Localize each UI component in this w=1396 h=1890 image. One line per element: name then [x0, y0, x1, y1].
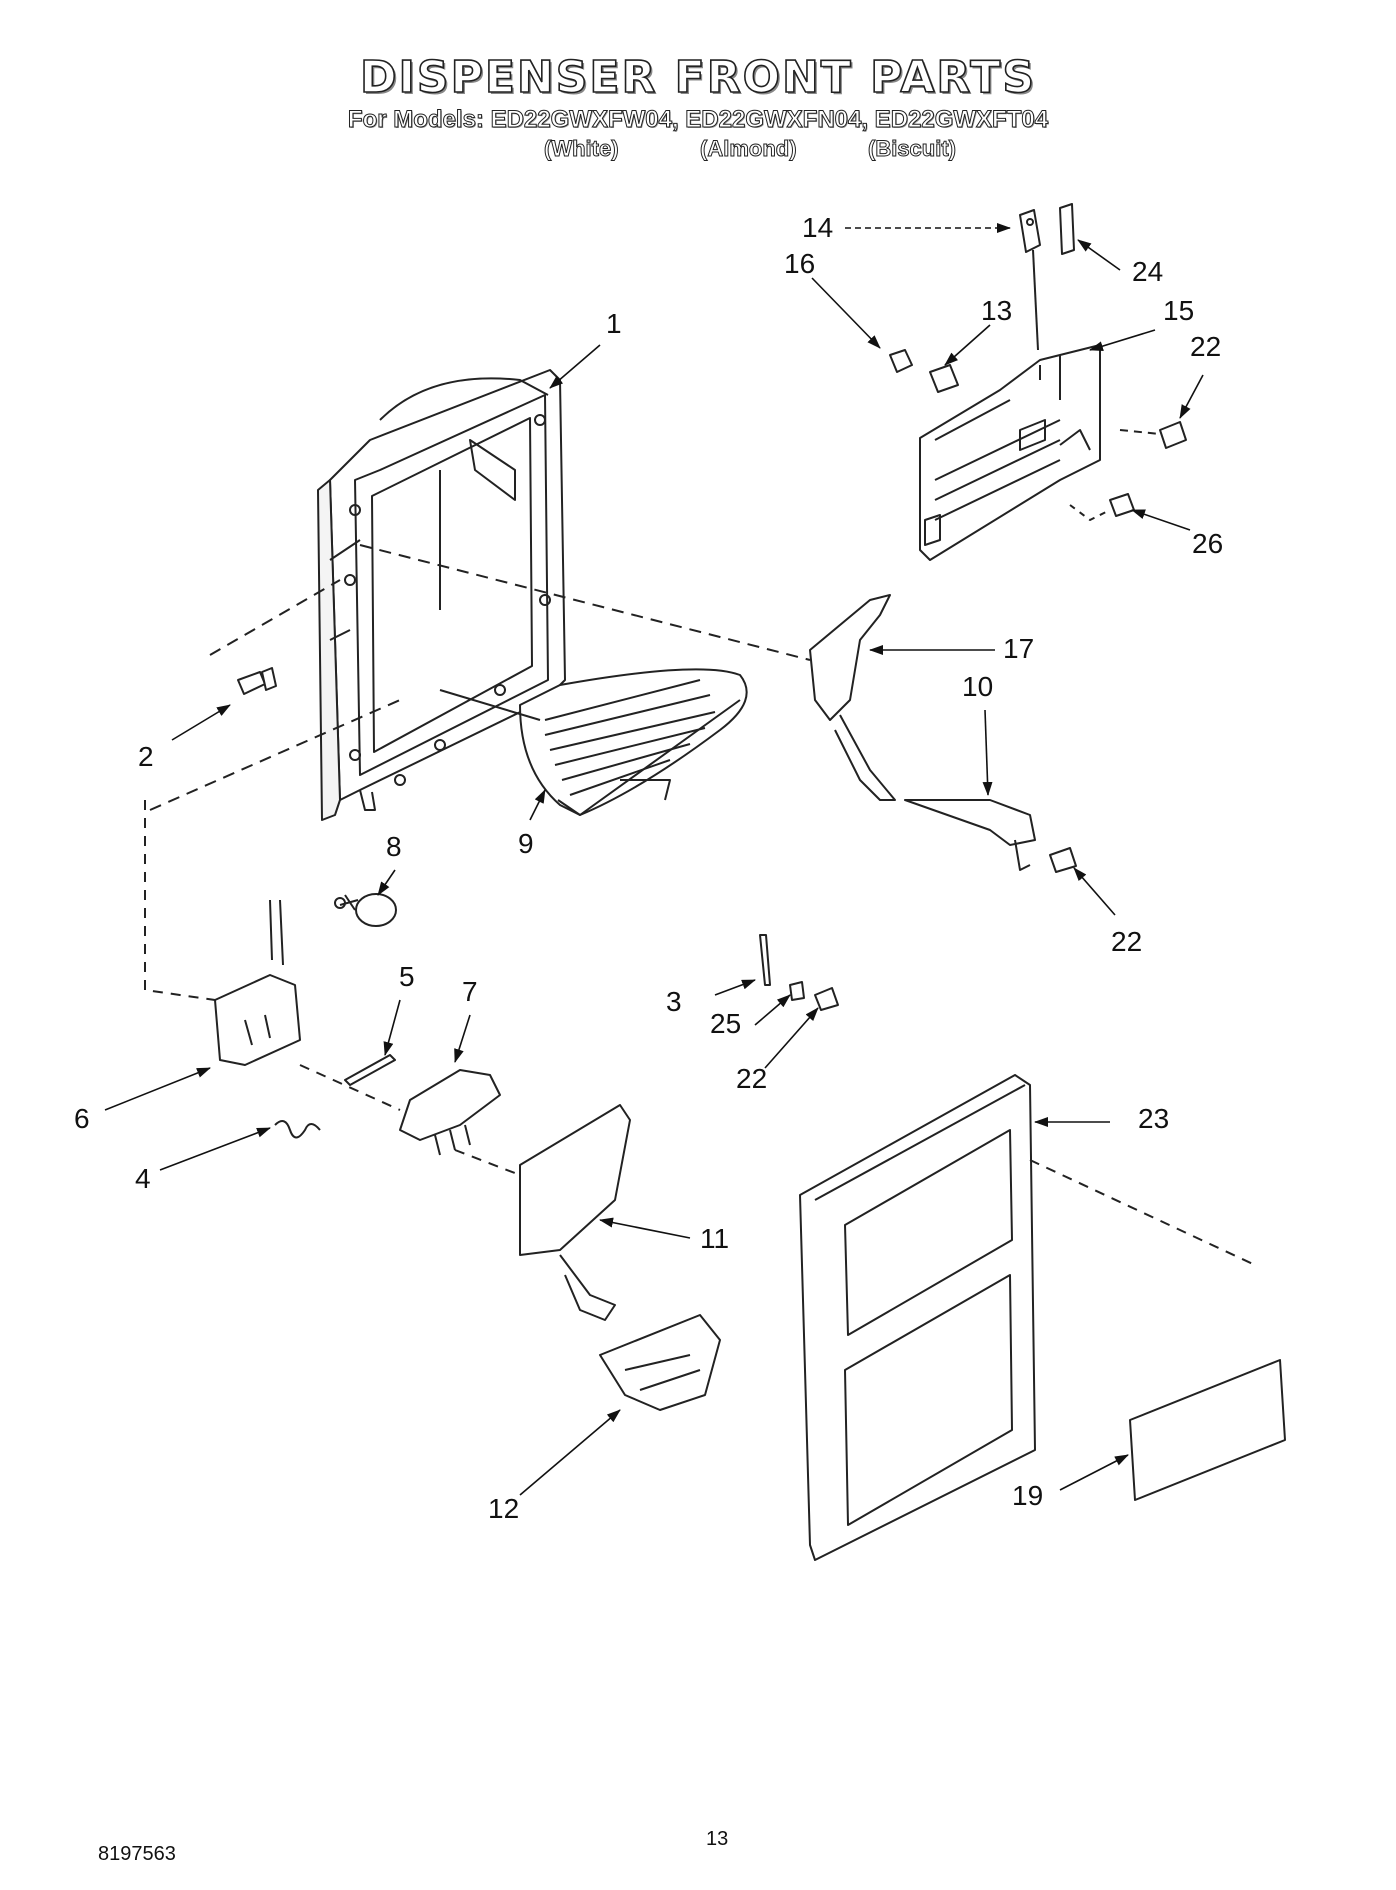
leader-7	[454, 1014, 471, 1063]
part-26-button	[1069, 493, 1135, 521]
callout-10: 10	[962, 671, 994, 702]
leader-24	[1077, 239, 1121, 271]
part-14-switch	[1019, 209, 1041, 351]
callout-17: 17	[1003, 633, 1035, 664]
callout-19: 19	[1012, 1480, 1044, 1511]
leader-2	[171, 704, 231, 741]
leader-26	[1131, 509, 1191, 531]
part-6-actuator	[144, 800, 301, 1066]
leader-22c	[764, 1007, 819, 1069]
callout-14: 14	[802, 212, 834, 243]
leader-9	[529, 789, 546, 821]
part-23-front-panel	[799, 1074, 1036, 1561]
part-2-screw	[237, 667, 277, 695]
callout-13: 13	[981, 295, 1013, 326]
callout-6: 6	[74, 1103, 90, 1134]
leader-15	[1089, 329, 1156, 351]
callout-11: 11	[700, 1223, 730, 1254]
callout-16: 16	[784, 248, 816, 279]
leader-8	[377, 869, 396, 896]
callout-5: 5	[399, 961, 415, 992]
leader-5	[383, 999, 401, 1056]
leader-13	[944, 324, 991, 366]
callout-2: 2	[138, 741, 154, 772]
part-25-plate	[789, 981, 805, 1001]
callout-23: 23	[1138, 1103, 1170, 1134]
part-10-switch	[904, 799, 1036, 871]
page-title: DISPENSER FRONT PARTS	[359, 51, 1037, 104]
callout-7: 7	[462, 976, 478, 1007]
part-5-pin	[344, 1054, 396, 1086]
callout-12: 12	[488, 1493, 520, 1524]
color-biscuit: (Biscuit)	[868, 136, 957, 162]
color-white: (White)	[544, 136, 620, 162]
part-11-ice-lever	[454, 1104, 631, 1321]
part-19-lens	[1029, 1159, 1286, 1501]
part-8-solenoid	[334, 893, 397, 927]
part-12-chute-door	[599, 1314, 721, 1411]
leader-22b	[1073, 867, 1116, 916]
part-1-housing-frame	[317, 369, 566, 821]
leader-12	[519, 1409, 621, 1496]
leader-6	[104, 1067, 211, 1111]
callout-22b: 22	[1111, 926, 1143, 957]
document-number: 8197563	[98, 1843, 176, 1865]
callout-25: 25	[710, 1008, 742, 1039]
callout-15: 15	[1163, 295, 1195, 326]
callout-4: 4	[135, 1163, 151, 1194]
page-number: 13	[706, 1828, 729, 1850]
part-15-control-bracket	[919, 344, 1101, 561]
leader-25	[754, 994, 791, 1026]
part-22-screw-c	[814, 987, 839, 1011]
part-16-light-bulb	[889, 349, 913, 373]
callout-22a: 22	[1190, 331, 1222, 362]
callout-24: 24	[1132, 256, 1164, 287]
model-list: For Models: ED22GWXFW04, ED22GWXFN04, ED…	[347, 106, 1049, 134]
part-4-spring	[274, 1120, 321, 1139]
part-22-screw-a	[1119, 421, 1187, 449]
leader-10	[982, 709, 993, 796]
callout-9: 9	[518, 828, 534, 859]
callout-22c: 22	[736, 1063, 768, 1094]
callout-8: 8	[386, 831, 402, 862]
leader-16	[811, 277, 881, 349]
leader-19	[1059, 1454, 1129, 1491]
leader-11	[599, 1217, 691, 1239]
part-22-screw-b	[1049, 847, 1077, 873]
callout-3: 3	[666, 986, 682, 1017]
leader-4	[159, 1127, 271, 1171]
part-9-drip-tray	[519, 668, 748, 816]
callout-26: 26	[1192, 528, 1224, 559]
leader-22a	[1179, 374, 1204, 419]
leader-1	[549, 344, 601, 389]
part-13-socket	[929, 364, 959, 393]
leader-3	[714, 979, 756, 996]
part-24-clip	[1059, 203, 1075, 255]
part-17-water-lever	[809, 594, 896, 801]
part-7-lever-arm	[299, 1064, 501, 1156]
callout-1: 1	[606, 308, 622, 339]
color-almond: (Almond)	[700, 136, 798, 162]
part-3-clip	[759, 934, 771, 986]
